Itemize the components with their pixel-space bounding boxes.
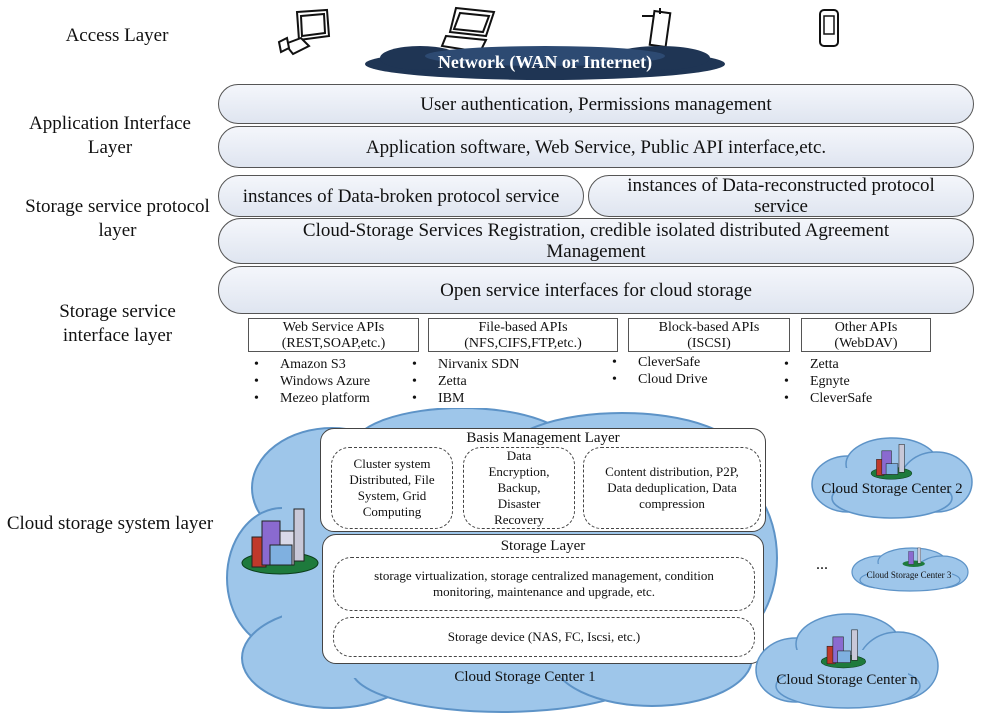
interface-layer-label: Storage service interface layer: [59, 301, 176, 346]
cloud-storage-center-3-cloud: [851, 547, 969, 592]
storage-virtualization-box: storage virtualization, storage centrali…: [333, 557, 755, 611]
api-title: Web Service APIs: [282, 320, 385, 335]
storage-layer-title: Storage Layer: [500, 538, 586, 554]
storage-device-box: Storage device (NAS, FC, Iscsi, etc.): [333, 617, 755, 657]
building-cluster-icon: [870, 444, 913, 480]
center-n-label: Cloud Storage Center n: [776, 672, 918, 688]
building-cluster-icon: [902, 547, 925, 567]
tablet-icon: [642, 8, 672, 49]
ellipsis-label: ...: [816, 556, 828, 573]
other-providers-list: Zetta Egnyte CleverSafe: [780, 356, 872, 407]
block-based-providers-list: CleverSafe Cloud Drive: [608, 354, 708, 388]
basis-management-panel: Basis Management Layer Cluster system Di…: [320, 428, 766, 532]
list-item: Amazon S3: [250, 356, 370, 373]
open-service-interfaces-box: Open service interfaces for cloud storag…: [218, 266, 974, 314]
api-title: Block-based APIs: [658, 320, 760, 335]
api-subtitle: (WebDAV): [834, 336, 898, 351]
center-3-label: Cloud Storage Center 3: [866, 570, 952, 580]
list-item: IBM: [408, 390, 519, 407]
data-broken-protocol-box: instances of Data-broken protocol servic…: [218, 175, 584, 217]
application-software-box: Application software, Web Service, Publi…: [218, 126, 974, 168]
api-subtitle: (NFS,CIFS,FTP,etc.): [464, 336, 582, 351]
list-item: Windows Azure: [250, 373, 370, 390]
list-item: Egnyte: [780, 373, 872, 390]
api-title: File-based APIs: [478, 320, 568, 335]
center-1-label: Cloud Storage Center 1: [454, 669, 596, 685]
block-based-apis-box: Block-based APIs (ISCSI): [628, 318, 790, 352]
network-label: Network (WAN or Internet): [437, 52, 653, 72]
web-service-providers-list: Amazon S3 Windows Azure Mezeo platform: [250, 356, 370, 407]
desktop-computer-icon: [277, 8, 331, 56]
mobile-phone-icon: [819, 9, 839, 47]
list-item: Zetta: [408, 373, 519, 390]
services-registration-box: Cloud-Storage Services Registration, cre…: [218, 218, 974, 264]
file-based-apis-box: File-based APIs (NFS,CIFS,FTP,etc.): [428, 318, 618, 352]
data-encryption-box: Data Encryption, Backup, Disaster Recove…: [463, 447, 575, 529]
building-cluster-icon: [820, 629, 866, 669]
api-subtitle: (ISCSI): [687, 336, 731, 351]
content-distribution-box: Content distribution, P2P, Data deduplic…: [583, 447, 761, 529]
other-apis-box: Other APIs (WebDAV): [801, 318, 931, 352]
application-interface-layer-label: Application Interface Layer: [29, 113, 191, 158]
cloud-storage-center-n-cloud: [755, 613, 939, 709]
list-item: Zetta: [780, 356, 872, 373]
list-item: Cloud Drive: [608, 371, 708, 388]
api-title: Other APIs: [834, 320, 898, 335]
data-reconstructed-protocol-box: instances of Data-reconstructed protocol…: [588, 175, 974, 217]
list-item: Mezeo platform: [250, 390, 370, 407]
api-subtitle: (REST,SOAP,etc.): [281, 336, 386, 351]
building-cluster-icon: [241, 508, 319, 575]
user-authentication-box: User authentication, Permissions managem…: [218, 84, 974, 124]
storage-layer-panel: Storage Layer storage virtualization, st…: [322, 534, 764, 664]
cluster-system-box: Cluster system Distributed, File System,…: [331, 447, 453, 529]
protocol-layer-label: Storage service protocol layer: [25, 196, 210, 241]
web-service-apis-box: Web Service APIs (REST,SOAP,etc.): [248, 318, 419, 352]
basis-management-title: Basis Management Layer: [466, 430, 620, 446]
center-2-label: Cloud Storage Center 2: [821, 481, 963, 497]
access-layer-label: Access Layer: [65, 25, 169, 46]
list-item: CleverSafe: [780, 390, 872, 407]
network-cloud: [365, 46, 725, 80]
list-item: CleverSafe: [608, 354, 708, 371]
file-based-providers-list: Nirvanix SDN Zetta IBM: [408, 356, 519, 407]
list-item: Nirvanix SDN: [408, 356, 519, 373]
system-layer-label: Cloud storage system layer: [6, 513, 214, 534]
